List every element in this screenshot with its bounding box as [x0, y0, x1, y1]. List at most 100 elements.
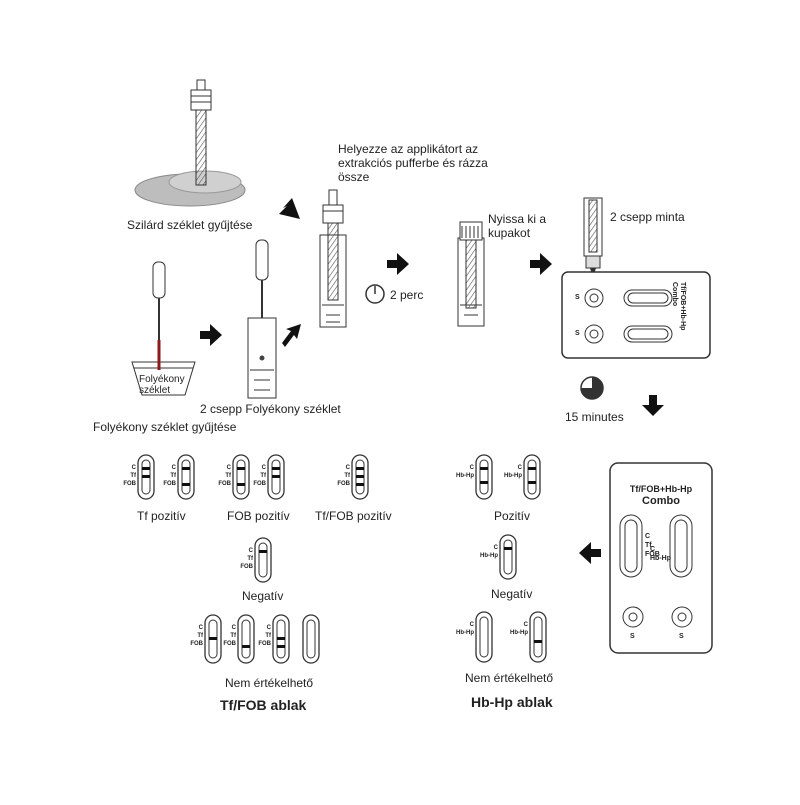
strip-label: FOB	[190, 641, 203, 647]
dropper-tube-illustration	[583, 197, 603, 278]
strip-label: FOB	[240, 564, 253, 570]
strip-label: Tf	[130, 473, 137, 479]
strip-label: FOB	[163, 481, 176, 487]
fob-positive-label: FOB pozitív	[227, 509, 290, 523]
strip-label: Hb-Hp	[504, 473, 522, 479]
strip-label: C	[470, 465, 475, 471]
tf-invalid-label: Nem értékelhető	[225, 676, 314, 690]
liquid-cup-label: Folyékony széklet	[139, 374, 185, 396]
strip-label: C	[494, 545, 499, 551]
strip-label: C	[132, 465, 137, 471]
timer-15-icon	[580, 376, 604, 400]
step-two-drop-sample: 2 csepp minta	[610, 210, 685, 224]
strip-label: Hb-Hp	[456, 630, 474, 636]
arrow-icon	[642, 395, 664, 416]
strip-label: Hb-Hp	[456, 473, 474, 479]
strip-label: C	[524, 622, 529, 628]
strip-label: C	[267, 625, 272, 631]
result-strip: C Hb-Hp	[480, 534, 517, 580]
arrow-icon	[387, 253, 409, 275]
cassette-top-s2: S	[575, 330, 580, 337]
cassette-big-s-left: S	[630, 633, 635, 640]
pipette-tube-illustration	[247, 239, 277, 399]
strip-label: FOB	[218, 481, 231, 487]
result-strip: C Hb-Hp	[504, 454, 541, 500]
result-strip: C Hb-Hp	[456, 611, 493, 663]
arrow-icon	[530, 253, 552, 275]
strip-label: Tf	[344, 473, 351, 479]
strip-label: C	[232, 625, 237, 631]
strip-label: Tf	[260, 473, 267, 479]
step-insert-shake: Helyezze az applikátort az extrakciós pu…	[338, 142, 488, 184]
result-strip	[302, 614, 320, 664]
hb-hp-title: Hb-Hp ablak	[471, 694, 553, 710]
applicator-tube-illustration	[319, 189, 347, 328]
cassette-top	[561, 271, 711, 359]
step-two-drop-liquid: 2 csepp Folyékony széklet	[200, 402, 341, 416]
strip-label: Tf	[170, 473, 177, 479]
strip-label: FOB	[123, 481, 136, 487]
strip-label: C	[346, 465, 351, 471]
step-solid-collect: Szilárd széklet gyűjtése	[127, 218, 253, 232]
strip-label: FOB	[258, 641, 271, 647]
strip-label: Tf	[230, 633, 237, 639]
result-strip: C Hb-Hp	[510, 611, 547, 663]
cassette-big-title2: Combo	[642, 495, 680, 507]
step-wait: 2 perc	[390, 288, 424, 302]
cassette-top-s1: S	[575, 294, 580, 301]
arrow-icon	[282, 324, 301, 347]
hb-invalid-label: Nem értékelhető	[465, 671, 554, 685]
tf-negative-label: Negatív	[242, 589, 284, 603]
strip-label: C	[172, 465, 177, 471]
hb-positive-label: Pozitív	[494, 509, 531, 523]
tf-positive-label: Tf pozitív	[137, 509, 186, 523]
tffob-positive-label: Tf/FOB pozitív	[315, 509, 392, 523]
arrow-icon	[200, 324, 222, 346]
tf-fob-title: Tf/FOB ablak	[220, 697, 307, 713]
strip-label: Hb-Hp	[480, 553, 498, 559]
strip-label: FOB	[337, 481, 350, 487]
strip-label: Hb-Hp	[510, 630, 528, 636]
strip-label: C	[249, 548, 254, 554]
strip-label: FOB	[223, 641, 236, 647]
step-liquid-collect: Folyékony széklet gyűjtése	[93, 420, 237, 434]
cassette-big-s-right: S	[679, 633, 684, 640]
result-strip: C Hb-Hp	[456, 454, 493, 500]
liquid-stool-illustration	[131, 261, 196, 396]
cassette-big-title1: Tf/FOB+Hb-Hp	[629, 484, 693, 494]
strip-label: Tf	[247, 556, 254, 562]
strip-label: FOB	[253, 481, 266, 487]
arrow-icon	[279, 198, 300, 219]
cassette-big	[609, 462, 713, 654]
solid-stool-illustration	[134, 79, 246, 207]
open-cap-tube-illustration	[457, 221, 485, 327]
strip-label: C	[199, 625, 204, 631]
step-open-cap: Nyissa ki a kupakot	[488, 212, 547, 240]
strip-label: C	[227, 465, 232, 471]
strip-label: Tf	[265, 633, 272, 639]
strip-label: C	[470, 622, 475, 628]
step-wait-15: 15 minutes	[565, 410, 624, 424]
hb-negative-label: Negatív	[491, 587, 533, 601]
arrow-icon	[579, 542, 601, 564]
strip-label: Tf	[197, 633, 204, 639]
arrows	[200, 198, 664, 564]
tf-fob-result-strips: CTfFOBCTfFOBCTfFOBCTfFOBCTfFOBCTfFOBCTfF…	[123, 454, 369, 664]
strip-label: C	[518, 465, 523, 471]
strip-label: Tf	[225, 473, 232, 479]
